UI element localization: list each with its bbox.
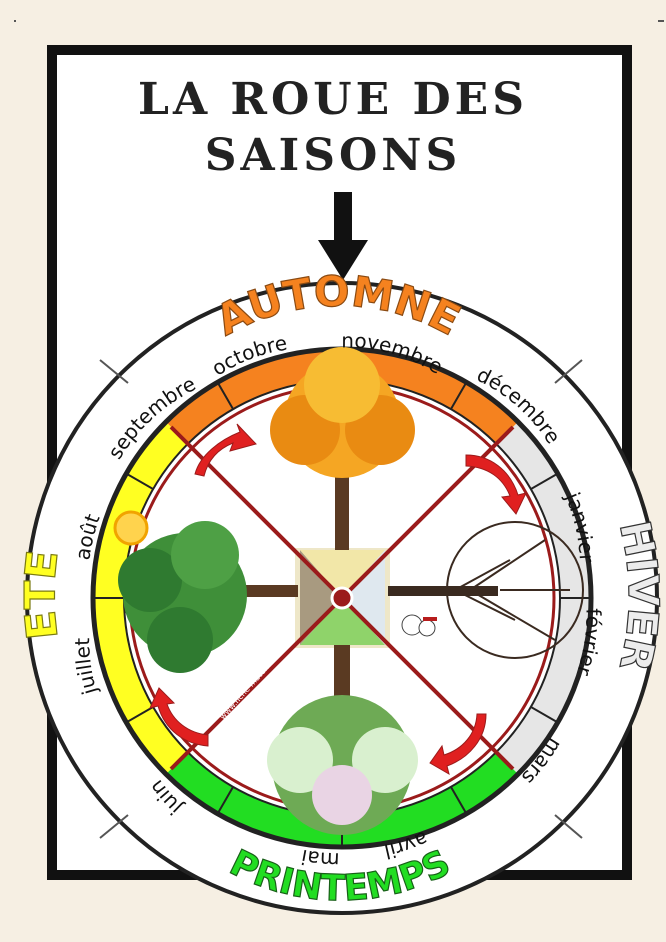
sun-icon [115,512,147,544]
title-line-2: SAISONS [205,130,462,181]
title-line-1: LA ROUE DES [138,74,528,125]
season-label-summer: ETE [15,548,67,642]
corner-dash [658,20,664,22]
center-pin [332,588,352,608]
corner-dot [14,20,16,22]
